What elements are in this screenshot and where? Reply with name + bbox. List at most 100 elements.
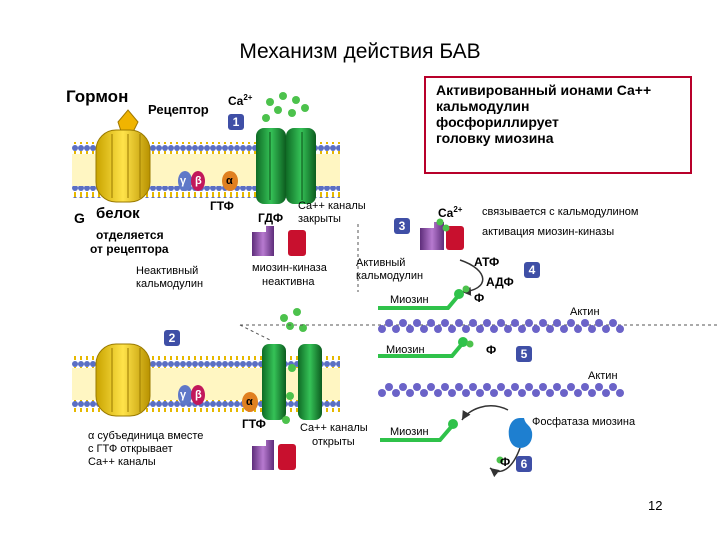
note-line-4: головку миозина	[436, 130, 554, 146]
actin-bead	[532, 389, 540, 397]
myosin-3	[380, 419, 458, 442]
beta-bottom: β	[195, 389, 202, 401]
note-line-2: кальмодулин	[436, 98, 530, 114]
actin-bead	[483, 383, 491, 391]
actin-bead	[553, 319, 561, 327]
actin-bead	[539, 319, 547, 327]
step-4-badge: 4	[524, 262, 540, 278]
active-cm-1: Активный	[356, 257, 406, 269]
kinase-bottom	[252, 440, 296, 470]
actin-bead	[476, 389, 484, 397]
phosphatase-shape	[508, 418, 533, 448]
actin-bead	[483, 319, 491, 327]
page-title: Механизм действия БАВ	[239, 40, 481, 63]
kinase-activation: активация миозин-киназы	[482, 226, 615, 238]
actin-bead	[525, 383, 533, 391]
actin-bead	[469, 383, 477, 391]
actin-bead	[448, 325, 456, 333]
alpha-note-1: α субъединица вместе	[88, 430, 204, 442]
actin-bead	[392, 389, 400, 397]
ca-channel-open	[262, 344, 322, 420]
gtp-label-top: ГТФ	[210, 199, 234, 213]
actin-bead	[497, 319, 505, 327]
alpha-note-2: с ГТФ открывает	[88, 443, 173, 455]
inactive-cm-2: кальмодулин	[136, 278, 204, 290]
actin-bead	[532, 325, 540, 333]
actin-bead	[427, 319, 435, 327]
actin-bead	[581, 319, 589, 327]
actin-bead	[399, 383, 407, 391]
actin-bead	[546, 389, 554, 397]
actin-1-label: Актин	[570, 306, 600, 318]
actin-bead	[518, 325, 526, 333]
note-line-1: Активированный ионами Са++	[436, 82, 652, 98]
inactive-cm-1: Неактивный	[136, 265, 199, 277]
gamma-bottom: γ	[180, 389, 187, 401]
phosphatase-arrow-2	[461, 405, 509, 421]
myosin-1-label: Миозин	[390, 294, 429, 306]
actin-bead	[378, 325, 386, 333]
g-letter: G	[74, 210, 85, 226]
myosin-2	[378, 337, 468, 358]
myosin-2-label: Миозин	[386, 344, 425, 356]
phosphatase-label: Фосфатаза миозина	[532, 416, 636, 428]
myosin-1	[378, 289, 464, 310]
actin-bead	[553, 383, 561, 391]
actin-bead	[392, 325, 400, 333]
phosphate-1	[462, 285, 470, 293]
alpha-top: α	[226, 175, 233, 187]
actin-bead	[525, 319, 533, 327]
actin-bead	[448, 389, 456, 397]
step-3-badge: 3	[394, 218, 410, 234]
actin-bead	[595, 383, 603, 391]
step-1-badge: 1	[228, 114, 244, 130]
actin-bead	[434, 389, 442, 397]
actin-bead	[378, 389, 386, 397]
actin-bead	[609, 383, 617, 391]
ca-mid-label: Ca2+	[438, 205, 463, 220]
actin-bead	[511, 383, 519, 391]
actin-bead	[476, 325, 484, 333]
actin-bead	[406, 325, 414, 333]
gtp-label-bottom: ГТФ	[242, 417, 266, 431]
actin-bead	[560, 325, 568, 333]
actin-bead	[462, 325, 470, 333]
actin-bead	[413, 319, 421, 327]
ca-channel-closed	[256, 128, 316, 204]
actin-bead	[462, 389, 470, 397]
alpha-note-3: Ca++ каналы	[88, 456, 156, 468]
actin-bead	[385, 319, 393, 327]
actin-bead	[490, 389, 498, 397]
phosphate-3	[496, 456, 504, 464]
actin-bead	[497, 383, 505, 391]
channels-open-1: Ca++ каналы	[300, 422, 368, 434]
active-cm-2: кальмодулин	[356, 270, 424, 282]
actin-bead	[574, 325, 582, 333]
actin-bead	[420, 325, 428, 333]
actin-bead	[455, 383, 463, 391]
actin-bead	[574, 389, 582, 397]
receptor-label: Рецептор	[148, 102, 209, 117]
actin-bead	[567, 383, 575, 391]
actin-bead	[609, 319, 617, 327]
actin-bead	[399, 319, 407, 327]
myosin-3-label: Миозин	[390, 426, 429, 438]
actin-2-label: Актин	[588, 370, 618, 382]
channels-closed-2: закрыты	[298, 213, 341, 225]
actin-bead	[581, 383, 589, 391]
mlck-inactive-1: миозин-киназа	[252, 262, 327, 274]
calcium-ions-top	[262, 92, 309, 122]
calmodulin-active	[420, 218, 464, 250]
ca-top-label: Ca2+	[228, 93, 253, 108]
binds-calmodulin: связывается с кальмодулином	[482, 206, 639, 218]
mlck-inactive-2: неактивна	[262, 276, 315, 288]
actin-bead	[385, 383, 393, 391]
step-5-badge: 5	[516, 346, 532, 362]
actin-bead	[504, 325, 512, 333]
actin-bead	[546, 325, 554, 333]
g-protein-top	[178, 171, 238, 191]
gamma-top: γ	[180, 175, 187, 187]
hormone-label: Гормон	[66, 87, 129, 106]
actin-bead	[504, 389, 512, 397]
